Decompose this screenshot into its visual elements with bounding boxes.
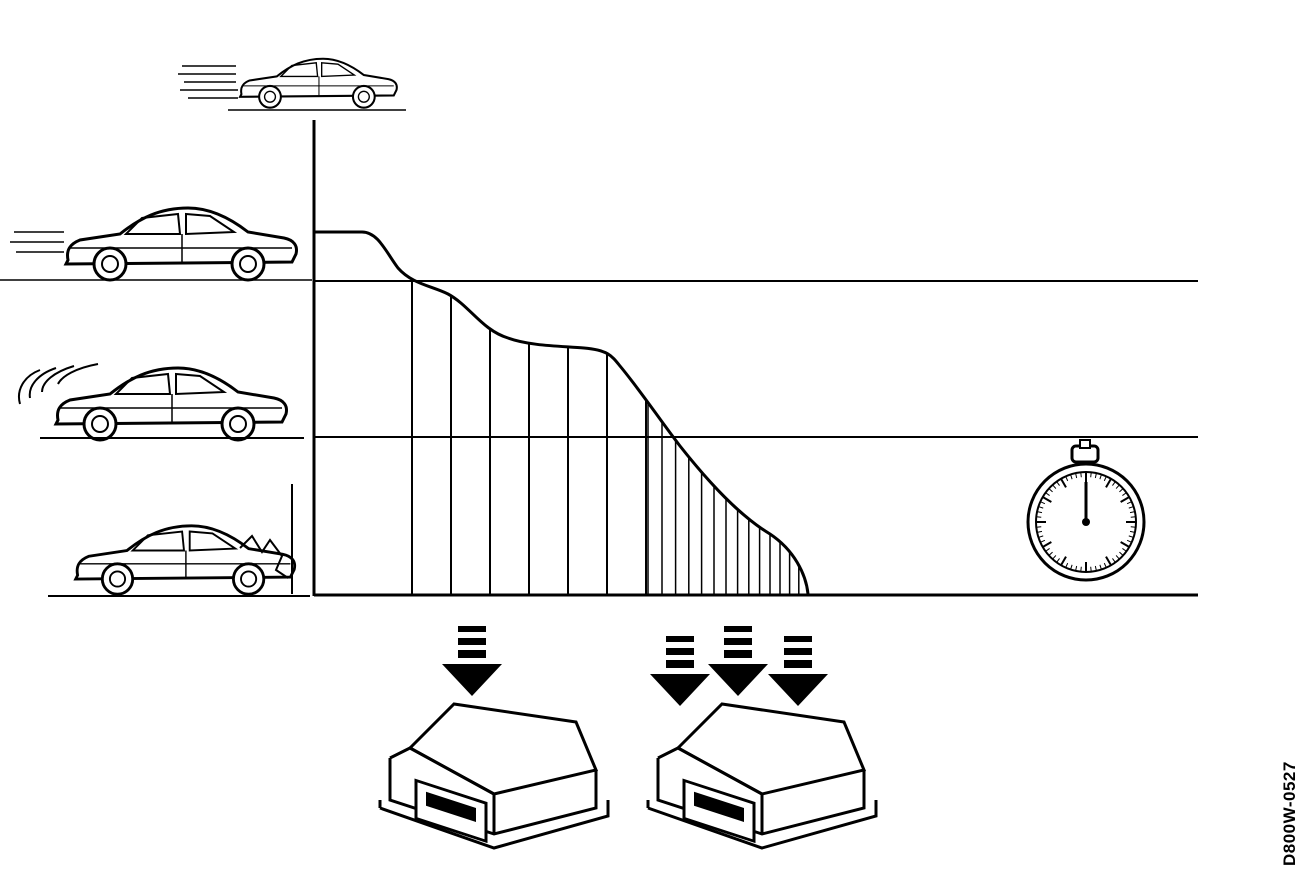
stopwatch-tick [1052, 484, 1057, 489]
stopwatch-tick [1103, 562, 1107, 568]
stopwatch-tick [1080, 566, 1082, 572]
stopwatch-tick [1126, 539, 1132, 543]
stopwatch-tick [1040, 539, 1046, 543]
stopwatch-tick [1126, 501, 1132, 505]
down-arrow-icon [768, 636, 828, 706]
stopwatch-tick [1065, 562, 1069, 568]
stopwatch-tick [1038, 506, 1044, 509]
stopwatch-tick [1048, 551, 1053, 556]
stopwatch-tick [1056, 558, 1060, 563]
stopwatch-tick [1060, 478, 1067, 488]
stopwatch-tick [1042, 496, 1052, 503]
braking-lines [18, 363, 304, 439]
stopwatch-tick [1105, 478, 1112, 488]
stopwatch-tick [1129, 511, 1136, 514]
deceleration-graph [312, 120, 1198, 597]
stopwatch-tick [1040, 501, 1046, 505]
stopwatch-tick [1048, 488, 1053, 493]
stopwatch-tick [1130, 526, 1136, 528]
stopwatch-tick [1090, 566, 1092, 572]
stopwatch-tick [1045, 548, 1050, 552]
speed-curve [314, 230, 810, 595]
stopwatch-tick [1119, 488, 1124, 493]
stopwatch-tick [1060, 556, 1067, 566]
stopwatch-tick [1065, 476, 1069, 482]
stopwatch-tick [1122, 548, 1127, 552]
stopwatch-tick [1094, 565, 1097, 572]
stopwatch-tick [1070, 474, 1073, 480]
down-arrow-icon [442, 626, 502, 696]
stopwatch-tick [1042, 541, 1052, 548]
stopwatch-tick [1105, 556, 1112, 566]
stopwatch-tick [1122, 492, 1127, 496]
stopwatch-tick [1130, 516, 1136, 518]
stopwatch-tick [1036, 530, 1043, 533]
stopwatch-tick [1075, 565, 1078, 572]
sampling-lines [411, 279, 800, 595]
car-moving-fast-icon [239, 57, 398, 109]
stopwatch-tick [1128, 535, 1134, 538]
stopwatch-tick [1036, 526, 1042, 528]
stopwatch-tick [1119, 551, 1124, 556]
stopwatch-tick [1045, 492, 1050, 496]
stopwatch-tick [1128, 506, 1134, 509]
down-arrow-icon [650, 636, 710, 706]
stopwatch-tick [1112, 481, 1116, 486]
speed-lines [0, 231, 312, 281]
stopwatch-tick [1120, 496, 1130, 503]
control-module-icon [646, 702, 878, 850]
stopwatch-tick [1103, 476, 1107, 482]
stopwatch-tick [1075, 472, 1078, 479]
control-module-icon [378, 702, 610, 850]
stopwatch-tick [1112, 558, 1116, 563]
stopwatch-icon [1026, 439, 1146, 582]
stopwatch-tick [1036, 516, 1042, 518]
car-crashed-icon [74, 524, 297, 596]
car-moving-icon [64, 206, 298, 282]
stopwatch-tick [1115, 555, 1120, 560]
stopwatch-tick [1090, 472, 1092, 478]
figure-reference-code: D800W-0527 [1280, 761, 1299, 866]
stopwatch-tick [1052, 555, 1057, 560]
down-arrow-icon [708, 626, 768, 696]
stopwatch-tick [1099, 564, 1102, 570]
stopwatch-tick [1080, 472, 1082, 478]
stopwatch-tick [1036, 511, 1043, 514]
stopwatch-tick [1099, 474, 1102, 480]
stopwatch-tick [1094, 472, 1097, 479]
stopwatch-tick [1038, 535, 1044, 538]
stopwatch-tick [1115, 484, 1120, 489]
crash-wall [48, 484, 310, 597]
speed-lines [178, 65, 406, 111]
stopwatch-tick [1129, 530, 1136, 533]
stopwatch-tick [1120, 541, 1130, 548]
car-braking-icon [54, 366, 288, 442]
stopwatch-tick [1056, 481, 1060, 486]
stopwatch-tick [1070, 564, 1073, 570]
